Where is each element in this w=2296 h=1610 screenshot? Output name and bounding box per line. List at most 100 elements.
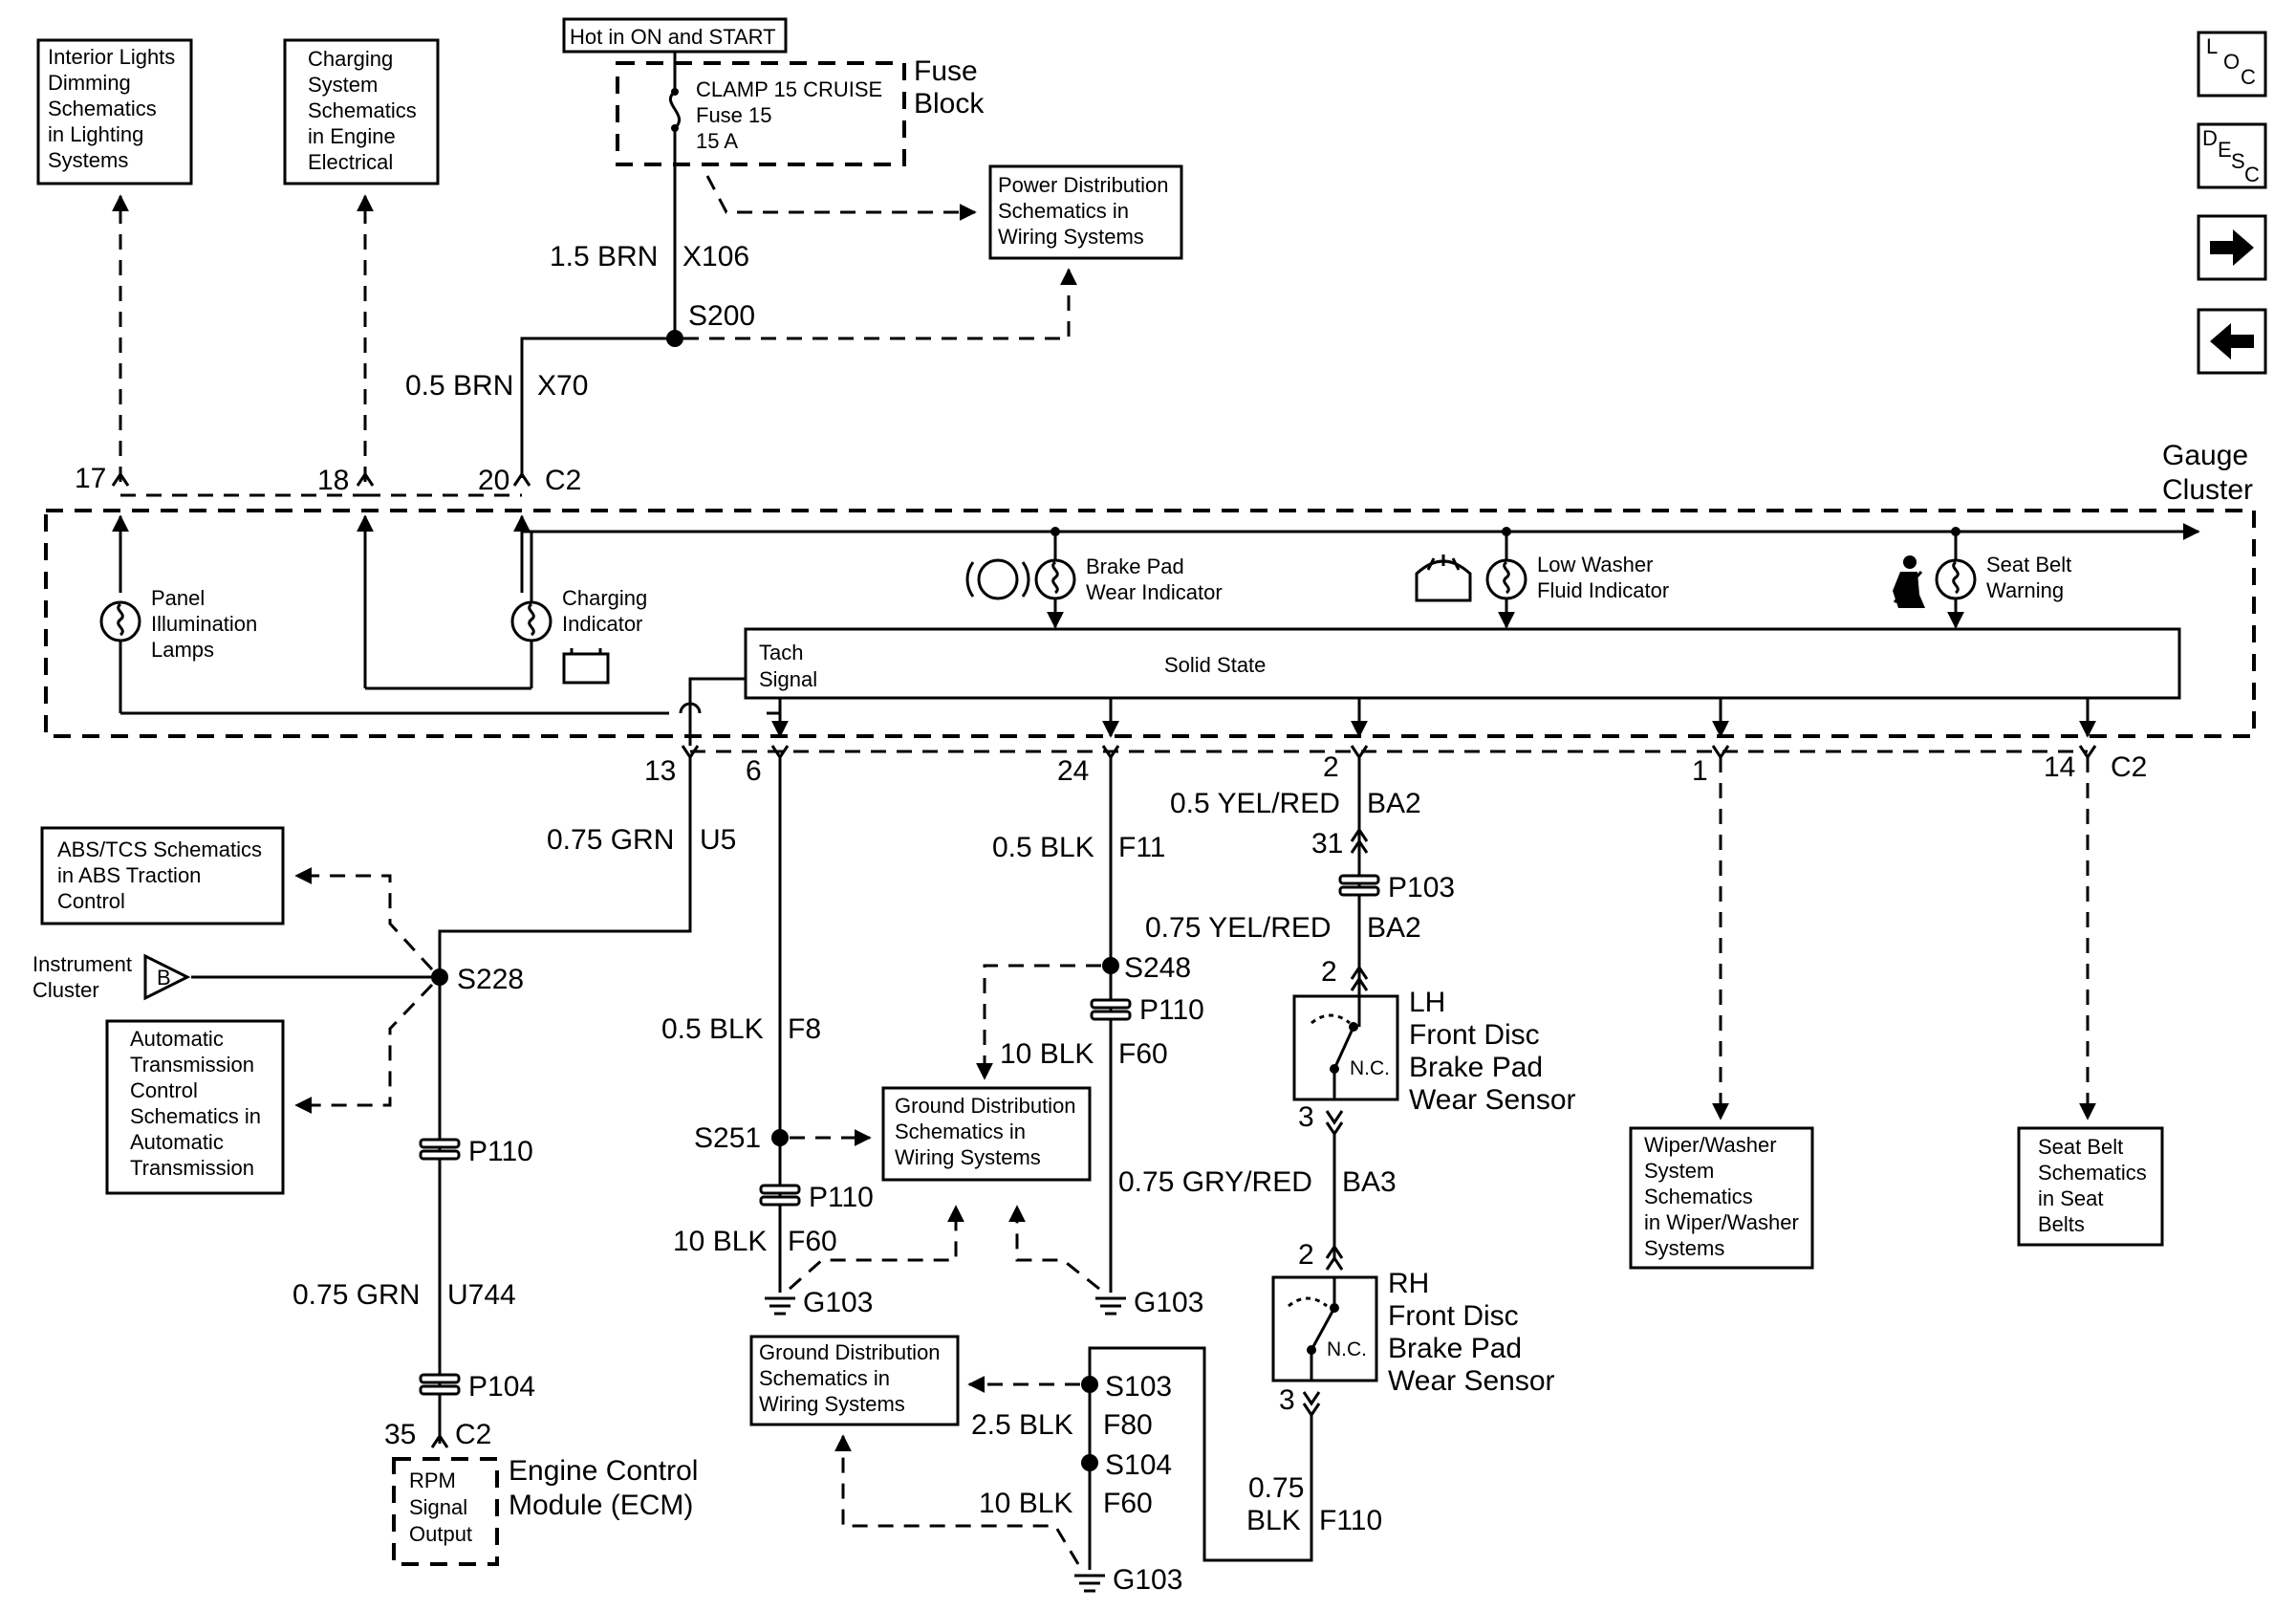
lh-sensor-label-4: Wear Sensor bbox=[1409, 1084, 1576, 1116]
wire-f60c-circuit: F60 bbox=[1103, 1488, 1153, 1519]
solid-state-label: Solid State bbox=[1164, 653, 1266, 677]
wire-f60b-circuit: F60 bbox=[1118, 1038, 1168, 1070]
svg-text:C: C bbox=[2241, 65, 2256, 89]
wire-x70-gauge: 0.5 BRN bbox=[405, 370, 513, 402]
arrow-right-icon bbox=[2210, 229, 2254, 266]
svg-text:B: B bbox=[157, 966, 171, 990]
wire-u744-circuit: U744 bbox=[447, 1279, 516, 1311]
pin-6: 6 bbox=[746, 755, 762, 787]
ground-g103-mid-label: G103 bbox=[1134, 1287, 1203, 1318]
svg-text:Output: Output bbox=[409, 1522, 472, 1546]
ground-g103-left-label: G103 bbox=[803, 1287, 873, 1318]
panel-lamp-icon bbox=[99, 600, 141, 642]
svg-text:Automatic: Automatic bbox=[130, 1027, 224, 1051]
ground-g103-bottom-label: G103 bbox=[1113, 1564, 1182, 1596]
splice-s248 bbox=[1102, 957, 1119, 974]
pin-14: 14 bbox=[2044, 751, 2075, 783]
arrow-left-icon bbox=[2210, 323, 2254, 359]
svg-text:Schematics: Schematics bbox=[2038, 1161, 2147, 1185]
ref-ground-distribution-1[interactable]: Ground Distribution Schematics in Wiring… bbox=[881, 1086, 1092, 1182]
ecm-label-1: Engine Control bbox=[509, 1455, 698, 1487]
pin-18: 18 bbox=[317, 465, 349, 496]
wire-x70-circuit: X70 bbox=[537, 370, 588, 402]
wire-f110-gauge-1: 0.75 bbox=[1248, 1472, 1304, 1504]
pin-20: 20 bbox=[478, 465, 509, 496]
svg-text:Wiring Systems: Wiring Systems bbox=[759, 1392, 905, 1416]
svg-text:N.C.: N.C. bbox=[1327, 1338, 1367, 1360]
svg-text:S: S bbox=[2231, 149, 2245, 173]
svg-text:Automatic: Automatic bbox=[130, 1130, 224, 1154]
pin-13: 13 bbox=[644, 755, 676, 787]
wire-f60c-gauge: 10 BLK bbox=[979, 1488, 1072, 1519]
back-button[interactable] bbox=[2197, 308, 2267, 375]
fuse-block-box bbox=[616, 61, 906, 166]
instrument-cluster-b-connector: B bbox=[143, 953, 191, 1001]
hot-in-label: Hot in ON and START bbox=[562, 17, 788, 54]
solid-state-module bbox=[744, 627, 2181, 700]
seat-belt-label-2: Warning bbox=[1986, 578, 2064, 602]
svg-text:D: D bbox=[2202, 126, 2218, 150]
charging-indicator-label-1: Charging bbox=[562, 586, 647, 610]
washer-lamp-icon bbox=[1485, 558, 1527, 600]
fuse-15 bbox=[668, 63, 682, 164]
ref-interior-lights[interactable]: Interior Lights Dimming Schematics in Li… bbox=[36, 38, 193, 185]
svg-text:Hot in ON and START: Hot in ON and START bbox=[570, 25, 776, 49]
loc-button[interactable]: L O C bbox=[2197, 31, 2267, 98]
next-button[interactable] bbox=[2197, 214, 2267, 281]
svg-text:O: O bbox=[2223, 50, 2240, 74]
wire-f60b-gauge: 10 BLK bbox=[1000, 1038, 1094, 1070]
svg-text:L: L bbox=[2206, 34, 2218, 58]
pin-31: 31 bbox=[1311, 828, 1343, 859]
rh-brake-pad-sensor: N.C. bbox=[1271, 1275, 1378, 1382]
svg-text:in Wiper/Washer: in Wiper/Washer bbox=[1644, 1210, 1799, 1234]
connector-p103-label: P103 bbox=[1388, 872, 1455, 903]
lh-sensor-label-1: LH bbox=[1409, 987, 1445, 1018]
svg-text:System: System bbox=[1644, 1159, 1714, 1183]
rh-sensor-label-3: Brake Pad bbox=[1388, 1333, 1522, 1364]
splice-s104-label: S104 bbox=[1105, 1449, 1172, 1481]
connector-p110-left-label: P110 bbox=[468, 1136, 533, 1167]
svg-text:in Engine: in Engine bbox=[308, 124, 396, 148]
fuse-block-label-1: Fuse bbox=[914, 55, 978, 87]
wire-f110-gauge-2: BLK bbox=[1246, 1505, 1301, 1536]
splice-s104 bbox=[1081, 1454, 1098, 1471]
desc-button[interactable]: D E S C bbox=[2197, 122, 2267, 189]
rh-pin-2: 2 bbox=[1298, 1239, 1314, 1271]
ref-power-distribution[interactable]: Power Distribution Schematics in Wiring … bbox=[988, 164, 1183, 260]
wire-f8-circuit: F8 bbox=[788, 1013, 821, 1045]
svg-text:C: C bbox=[2244, 163, 2260, 186]
connector-p103 bbox=[1338, 874, 1380, 897]
wire-u5-circuit: U5 bbox=[700, 824, 736, 856]
ref-seat-belt[interactable]: Seat Belt Schematics in Seat Belts bbox=[2017, 1126, 2164, 1247]
gauge-cluster-box bbox=[44, 509, 2256, 738]
fuse-text-1: CLAMP 15 CRUISE bbox=[696, 77, 882, 101]
svg-text:Schematics in: Schematics in bbox=[895, 1120, 1026, 1143]
splice-s228-label: S228 bbox=[457, 964, 524, 995]
svg-text:Electrical: Electrical bbox=[308, 150, 393, 174]
splice-s251-label: S251 bbox=[694, 1122, 761, 1154]
ref-charging-system[interactable]: Charging System Schematics in Engine Ele… bbox=[283, 38, 440, 185]
charging-lamp-icon bbox=[510, 600, 552, 642]
rh-sensor-label-1: RH bbox=[1388, 1268, 1429, 1299]
svg-text:Schematics in: Schematics in bbox=[759, 1366, 890, 1390]
ref-ground-distribution-2[interactable]: Ground Distribution Schematics in Wiring… bbox=[749, 1335, 960, 1426]
ref-automatic-transmission[interactable]: Automatic Transmission Control Schematic… bbox=[105, 1019, 285, 1195]
ecm-connector-c2: C2 bbox=[455, 1419, 491, 1450]
low-washer-label-1: Low Washer bbox=[1537, 553, 1653, 577]
svg-text:Signal: Signal bbox=[409, 1495, 467, 1519]
lh-brake-pad-sensor: N.C. bbox=[1292, 994, 1399, 1101]
wire-x106-circuit: X106 bbox=[682, 241, 749, 272]
ref-wiper-washer[interactable]: Wiper/Washer System Schematics in Wiper/… bbox=[1629, 1126, 1814, 1270]
svg-text:in Lighting: in Lighting bbox=[48, 122, 143, 146]
fuse-text-3: 15 A bbox=[696, 129, 738, 153]
ref-abs-tcs[interactable]: ABS/TCS Schematics in ABS Traction Contr… bbox=[40, 826, 285, 925]
connector-c2-top: C2 bbox=[545, 465, 581, 496]
ecm-label-2: Module (ECM) bbox=[509, 1490, 693, 1521]
wire-ba2b-circuit: BA2 bbox=[1367, 912, 1421, 944]
wire-f60a-gauge: 10 BLK bbox=[673, 1226, 767, 1257]
svg-text:Schematics: Schematics bbox=[48, 97, 157, 120]
svg-text:in ABS Traction: in ABS Traction bbox=[57, 863, 201, 887]
connector-p110-mid-label: P110 bbox=[809, 1182, 874, 1213]
wire-ba2b-gauge: 0.75 YEL/RED bbox=[1145, 912, 1332, 944]
brake-pad-label-2: Wear Indicator bbox=[1086, 580, 1223, 604]
